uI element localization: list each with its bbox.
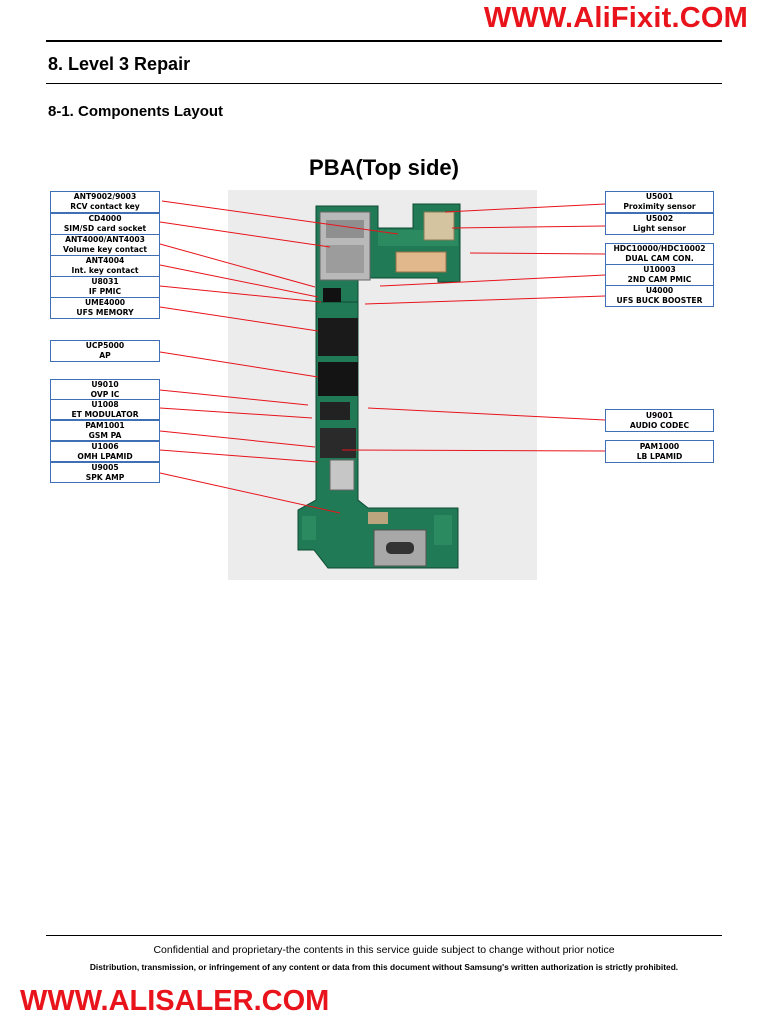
- subsection-title: 8-1. Components Layout: [48, 103, 224, 120]
- watermark-top: WWW.AliFixit.COM: [483, 2, 748, 34]
- pcb-board-illustration: [297, 203, 461, 569]
- footer-confidential: Confidential and proprietary-the content…: [153, 944, 615, 956]
- footer-rule: [46, 935, 722, 936]
- pcb-photo: [228, 190, 537, 580]
- diagram-title: PBA(Top side): [309, 155, 459, 180]
- section-rule: [46, 83, 722, 84]
- watermark-bottom: WWW.ALISALER.COM: [20, 985, 330, 1017]
- section-title: 8. Level 3 Repair: [48, 54, 191, 74]
- footer-distribution: Distribution, transmission, or infringem…: [89, 962, 679, 972]
- header-rule: [46, 40, 722, 42]
